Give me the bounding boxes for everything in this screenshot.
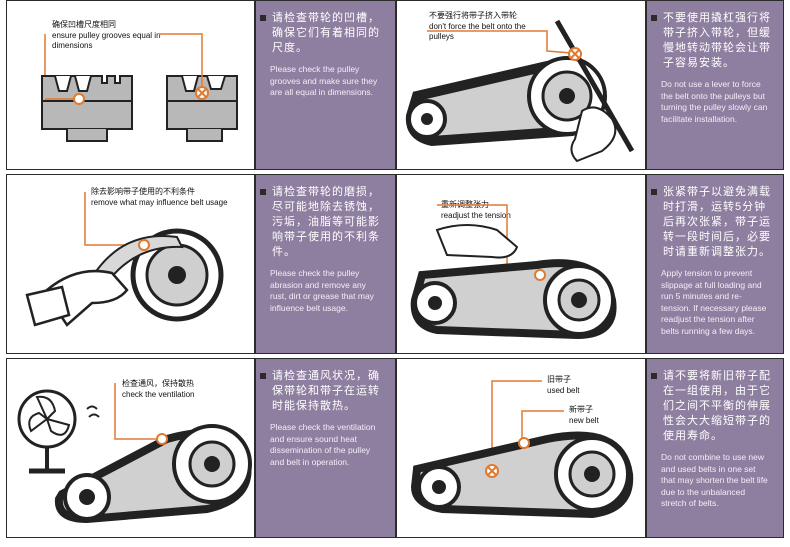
tension-en: Apply tension to prevent slippage at ful… (661, 268, 767, 336)
no-force-text: 不要使用撬杠强行将带子挤入带轮，但缓慢地转动带轮会让带子容易安装。 Do not… (646, 0, 784, 170)
no-force-zh: 不要使用撬杠强行将带子挤入带轮，但缓慢地转动带轮会让带子容易安装。 (651, 12, 771, 69)
new-belt-label-zh: 新带子 (569, 405, 593, 414)
remove-rust-drawing (25, 192, 224, 327)
check-grooves-en: Please check the pulley grooves and make… (270, 64, 378, 97)
ventilation-text: 请检查通风状况，确保带轮和带子在运转时能保持散热。 Please check t… (255, 358, 396, 538)
mixed-belts-zh: 请不要将新旧带子配在一组使用，由于它们之间不平衡的伸展性会大大缩短带子的使用寿命… (651, 370, 771, 442)
mixed-belts-illustration: 旧带子 used belt 新带子 new belt (396, 358, 646, 538)
check-grooves-zh: 请检查带轮的凹槽，确保它们有着相同的尺度。 (260, 11, 383, 56)
tension-drawing (410, 204, 617, 340)
tension-text: 张紧带子以避免满载时打滑，运转5分钟后再次张紧，带子运转一段时间后，必要时请重新… (646, 174, 784, 354)
groove-label-en: ensure pulley grooves equal in dimension… (52, 31, 161, 50)
mixed-belts-en: Do not combine to use new and used belts… (661, 452, 768, 508)
mixed-belts-drawing (410, 380, 634, 519)
no-force-drawing (405, 19, 635, 163)
remove-rust-label-en: remove what may influence belt usage (91, 198, 228, 207)
ventilation-label-en: check the ventilation (122, 390, 195, 399)
check-grooves-text: 请检查带轮的凹槽，确保它们有着相同的尺度。 Please check the p… (255, 0, 396, 170)
no-force-illustration: 不要强行将带子挤入带轮 don't force the belt onto th… (396, 0, 646, 170)
no-force-label-en: don't force the belt onto the pulleys (429, 22, 526, 41)
pulley-groove-illustration: 确保凹槽尺度相同 ensure pulley grooves equal in … (6, 0, 255, 170)
ventilation-label-zh: 检查通风，保持散热 (122, 379, 194, 388)
remove-rust-label-zh: 除去影响带子使用的不利条件 (91, 187, 195, 196)
remove-rust-illustration: 除去影响带子使用的不利条件 remove what may influence … (6, 174, 255, 354)
check-abrasion-zh: 请检查带轮的磨损，尽可能地除去锈蚀，污垢，油脂等可能影响带子使用的不利条件。 (260, 185, 383, 260)
used-belt-label-en: used belt (547, 386, 580, 395)
check-abrasion-text: 请检查带轮的磨损，尽可能地除去锈蚀，污垢，油脂等可能影响带子使用的不利条件。 P… (255, 174, 396, 354)
tension-zh: 张紧带子以避免满载时打滑，运转5分钟后再次张紧，带子运转一段时间后，必要时请重新… (651, 186, 771, 258)
ventilation-drawing (17, 383, 252, 524)
check-abrasion-en: Please check the pulley abrasion and rem… (270, 268, 374, 313)
ventilation-illustration: 检查通风，保持散热 check the ventilation (6, 358, 255, 538)
ventilation-zh: 请检查通风状况，确保带轮和带子在运转时能保持散热。 (260, 369, 383, 414)
tension-label-en: readjust the tension (441, 211, 511, 220)
ventilation-en: Please check the ventilation and ensure … (270, 422, 376, 467)
no-force-en: Do not use a lever to force the belt ont… (661, 79, 768, 124)
new-belt-label-en: new belt (569, 416, 599, 425)
used-belt-label-zh: 旧带子 (547, 375, 571, 384)
mixed-belts-text: 请不要将新旧带子配在一组使用，由于它们之间不平衡的伸展性会大大缩短带子的使用寿命… (646, 358, 784, 538)
no-force-label-zh: 不要强行将带子挤入带轮 (429, 11, 517, 20)
tension-illustration: 重新调整张力 readjust the tension (396, 174, 646, 354)
groove-label-zh: 确保凹槽尺度相同 (52, 20, 116, 29)
groove-drawing (41, 33, 238, 142)
